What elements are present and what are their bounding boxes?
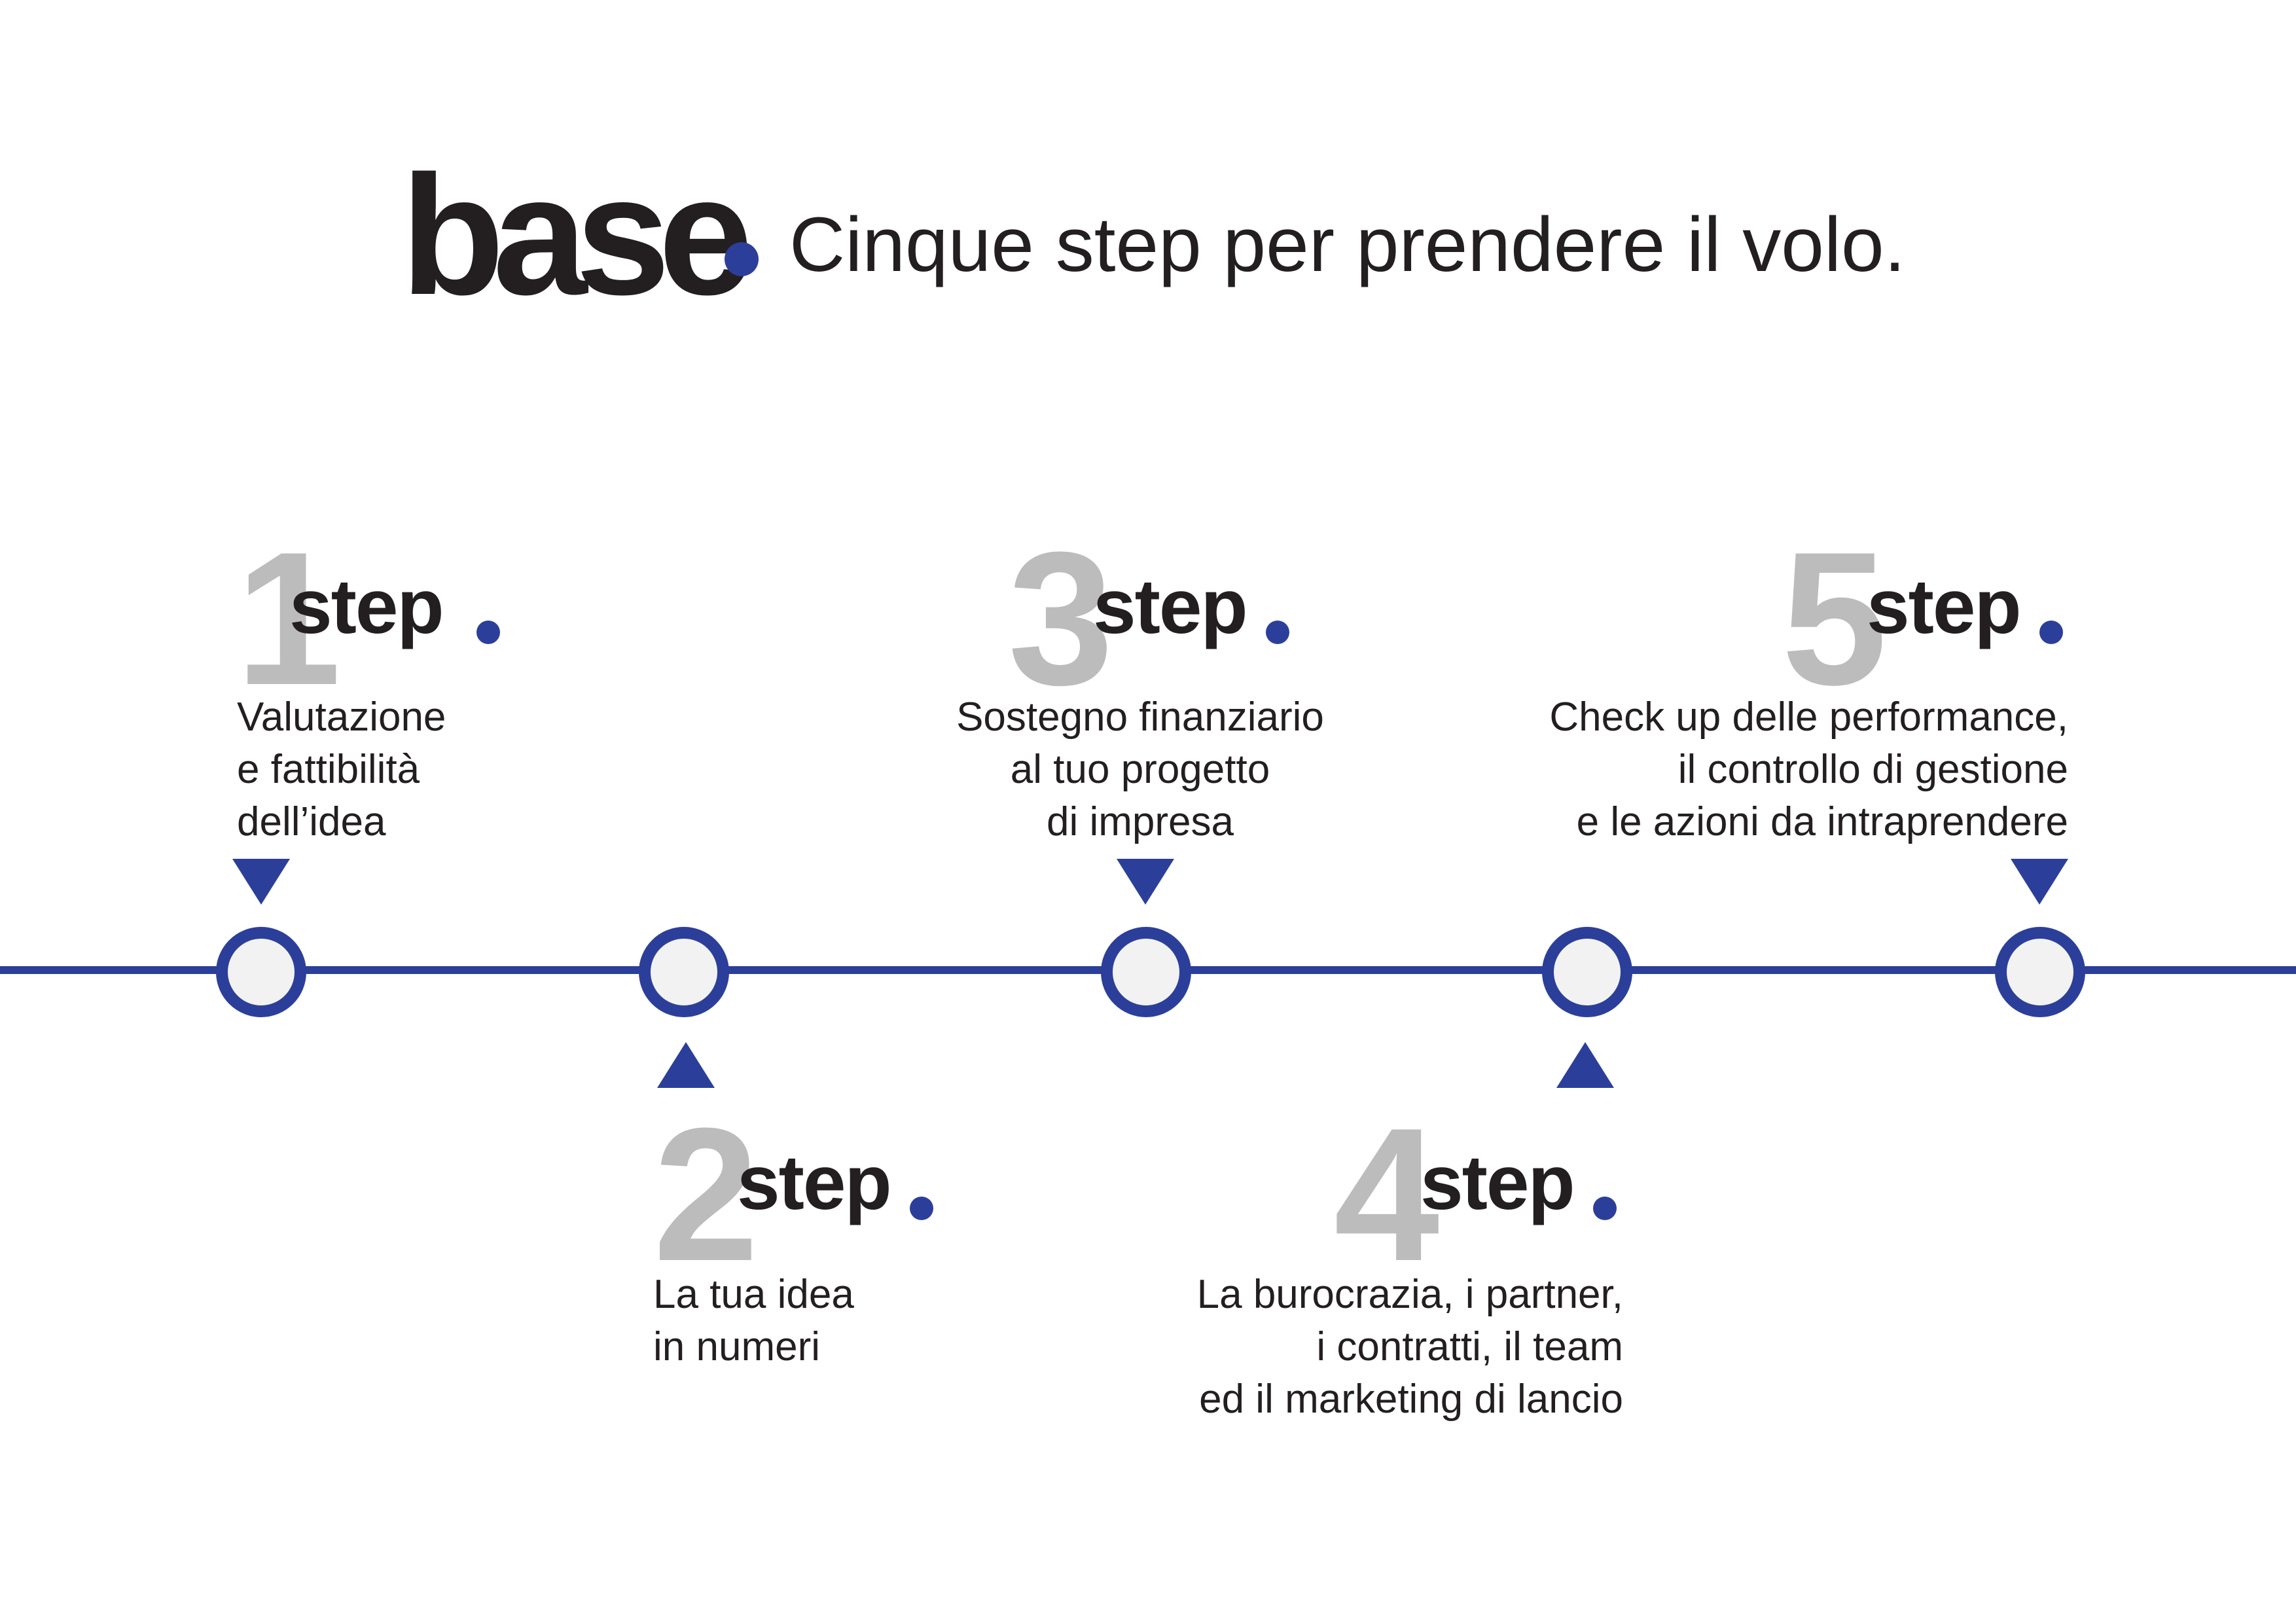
- step-dot-icon: [2039, 621, 2063, 644]
- description-line: dell’idea: [237, 799, 386, 844]
- timeline-node-4: [1542, 927, 1632, 1017]
- pointer-down-icon: [1117, 859, 1174, 905]
- timeline-node-5: [1995, 927, 2085, 1017]
- timeline-node-3: [1101, 927, 1191, 1017]
- step-number: 3: [1008, 513, 1114, 725]
- step-dot-icon: [1266, 621, 1289, 644]
- description-line: e le azioni da intraprendere: [1576, 799, 2068, 844]
- description-line: ed il marketing di lancio: [1199, 1377, 1623, 1422]
- description-line: i contratti, il team: [1316, 1324, 1623, 1369]
- step-3-heading: 3 step: [1008, 513, 1289, 725]
- step-label: step: [1420, 1140, 1575, 1226]
- base-logo: base: [401, 141, 753, 331]
- step-number: 4: [1334, 1089, 1440, 1301]
- pointer-up-icon: [1556, 1042, 1614, 1088]
- step-5-heading: 5 step: [1782, 513, 2063, 725]
- step-2-heading: 2 step: [653, 1089, 933, 1301]
- pointer-down-icon: [232, 859, 290, 905]
- step-3-description: Sostegno finanziario al tuo progetto di …: [937, 691, 1343, 848]
- description-line: il controllo di gestione: [1677, 747, 2068, 792]
- step-dot-icon: [476, 621, 500, 644]
- step-dot-icon: [1593, 1197, 1617, 1220]
- step-label: step: [1867, 564, 2022, 650]
- description-line: Check up delle performance,: [1549, 695, 2068, 740]
- description-line: e fattibilità: [237, 747, 420, 792]
- pointer-up-icon: [657, 1042, 715, 1088]
- description-line: Valutazione: [237, 695, 446, 740]
- description-line: al tuo progetto: [1010, 747, 1270, 792]
- step-label: step: [1093, 564, 1248, 650]
- description-line: La burocrazia, i partner,: [1196, 1272, 1623, 1317]
- timeline-node-1: [216, 927, 306, 1017]
- step-4-description: La burocrazia, i partner, i contratti, i…: [1100, 1269, 1623, 1426]
- page-title: Cinque step per prendere il volo.: [789, 202, 1906, 288]
- step-number: 5: [1782, 513, 1888, 725]
- step-label: step: [289, 564, 444, 650]
- pointer-down-icon: [2011, 859, 2068, 905]
- description-line: in numeri: [653, 1324, 820, 1369]
- description-line: Sostegno finanziario: [956, 695, 1324, 740]
- logo-dot-icon: [725, 242, 759, 276]
- step-4-heading: 4 step: [1334, 1089, 1617, 1301]
- step-label: step: [737, 1140, 892, 1226]
- step-dot-icon: [910, 1197, 933, 1220]
- timeline-node-2: [639, 927, 729, 1017]
- step-5-description: Check up delle performance, il controllo…: [1440, 691, 2068, 848]
- step-1-description: Valutazione e fattibilità dell’idea: [237, 691, 446, 848]
- description-line: La tua idea: [653, 1272, 854, 1317]
- step-2-description: La tua idea in numeri: [653, 1269, 854, 1373]
- description-line: di impresa: [1047, 799, 1234, 844]
- step-1-heading: 1 step: [236, 513, 500, 725]
- step-number: 1: [236, 513, 342, 725]
- step-number: 2: [653, 1089, 759, 1301]
